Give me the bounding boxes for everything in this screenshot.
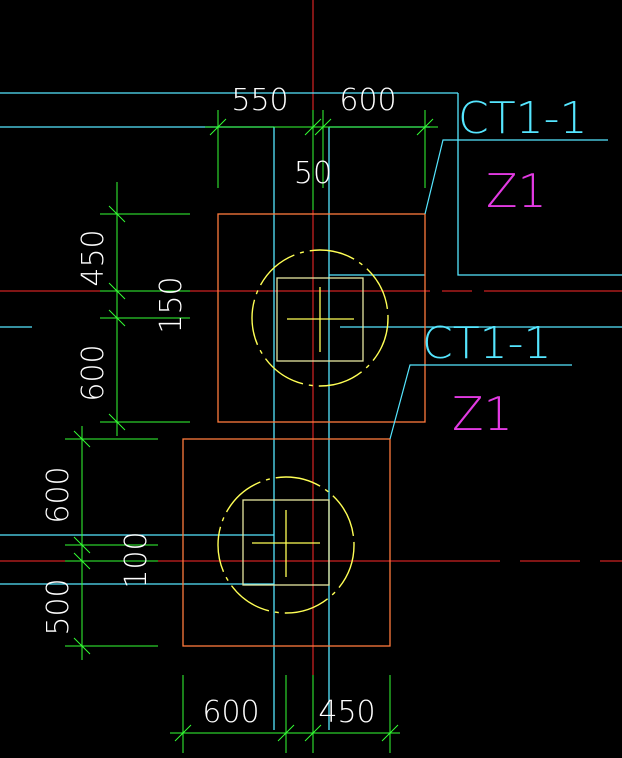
dim-top-tick-4: [416, 118, 434, 136]
cap-label-lower: CT1-1: [422, 318, 551, 369]
dimension-texts: 550 600 50 450 150 600 600 100 500 600 4…: [41, 83, 397, 730]
dim-top-right-text: 600: [339, 83, 396, 118]
dim-top-gap-text: 50: [294, 156, 332, 191]
dim-left-lower-top-text: 600: [41, 466, 76, 523]
dim-bottom-tick-1: [174, 724, 192, 742]
dim-top-left-text: 550: [231, 83, 288, 118]
dim-left-upper-tick-2: [108, 282, 126, 300]
dim-bottom-right-text: 450: [318, 695, 375, 730]
column-label-upper: Z1: [486, 164, 547, 218]
beam-right-frame: [457, 93, 622, 276]
dim-bottom-left-text: 600: [202, 695, 259, 730]
dim-left-upper-middle-text: 150: [154, 276, 189, 333]
column-upper: [276, 277, 364, 362]
dim-left-lower-bottom-text: 500: [41, 578, 76, 635]
dim-left-upper-top-text: 450: [76, 229, 111, 286]
dim-bottom-tick-2: [277, 724, 295, 742]
dim-left-lower-tick-1: [73, 430, 91, 448]
columns: [242, 277, 364, 586]
dim-left-lower-middle-text: 100: [119, 531, 154, 588]
dimension-lines: [65, 110, 438, 753]
column-label-lower: Z1: [452, 387, 513, 441]
leader-upper: [424, 139, 608, 215]
dim-top-tick-2: [304, 118, 322, 136]
dim-bottom-tick-4: [381, 724, 399, 742]
dim-bottom-tick-3: [304, 724, 322, 742]
pile-cap-lower: [182, 438, 391, 647]
dim-top-tick-3: [314, 118, 332, 136]
element-labels: CT1-1 Z1 CT1-1 Z1: [422, 93, 587, 441]
pile-circle-lower: [217, 476, 355, 614]
dim-top-tick-1: [209, 118, 227, 136]
dim-left-upper-tick-3: [108, 309, 126, 327]
dim-left-upper-tick-1: [108, 205, 126, 223]
pile-caps: [182, 213, 426, 647]
dim-left-lower-tick-2: [73, 536, 91, 554]
dim-left-lower-tick-3: [73, 552, 91, 570]
pile-cap-upper: [217, 213, 426, 423]
leader-lines: [389, 139, 608, 440]
leader-lower: [389, 364, 572, 440]
pile-circle-upper: [251, 249, 389, 387]
cap-label-upper: CT1-1: [458, 93, 587, 144]
dim-left-upper-bottom-text: 600: [76, 344, 111, 401]
dim-left-lower-tick-4: [73, 637, 91, 655]
column-lower: [242, 499, 330, 586]
pile-circles: [217, 249, 389, 614]
dim-left-upper-tick-4: [108, 413, 126, 431]
